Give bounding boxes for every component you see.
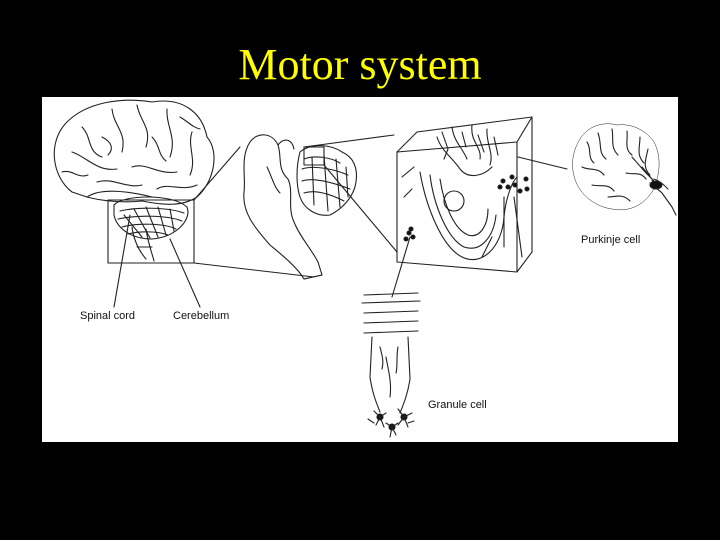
granule-cell-drawing	[361, 292, 421, 438]
neuroanatomy-illustration	[53, 99, 677, 438]
cerebellum-drawing	[113, 196, 189, 262]
brainstem-section	[243, 134, 358, 280]
purkinje-cell-drawing	[572, 123, 677, 216]
brain-drawing	[53, 99, 215, 205]
cerebellar-cortex-block	[396, 116, 533, 273]
cerebellum-label: Cerebellum	[173, 310, 230, 322]
granule-cell-label: Granule cell	[428, 399, 487, 411]
purkinje-cell-label: Purkinje cell	[581, 234, 641, 246]
figure-panel: Spinal cord Cerebellum Purkinje cell Gra…	[42, 97, 678, 442]
spinal-cord-label: Spinal cord	[80, 310, 136, 322]
slide-title: Motor system	[238, 40, 482, 89]
